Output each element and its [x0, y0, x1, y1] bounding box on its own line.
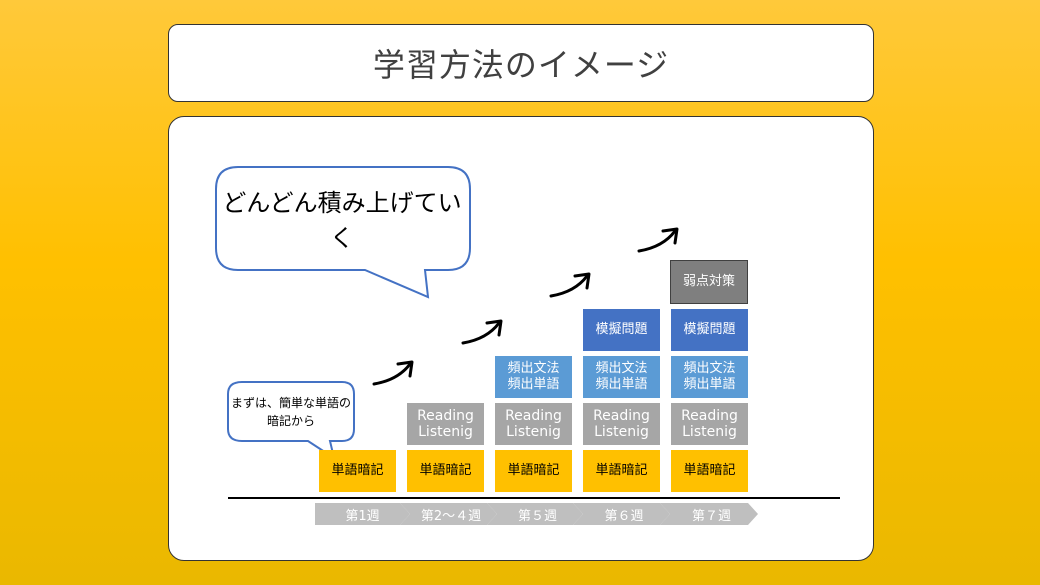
week-chevron-1 — [315, 503, 410, 525]
page-title: 学習方法のイメージ — [372, 46, 670, 84]
block-words-week7: 単語暗記 — [671, 450, 748, 492]
growth-arrow-2-icon — [461, 319, 503, 345]
bubble-note-text: まずは、簡単な単語の 暗記から — [230, 384, 352, 440]
block-grammar-week7: 頻出文法 頻出単語 — [671, 356, 748, 398]
week-chevron-4 — [573, 503, 670, 525]
week-timeline — [315, 503, 758, 525]
block-weakness-week7: 弱点対策 — [670, 260, 748, 304]
week-label-3: 第５週 — [517, 508, 557, 524]
week-label-2: 第2～４週 — [420, 508, 482, 524]
timeline-baseline — [228, 497, 840, 499]
block-words-week6: 単語暗記 — [583, 450, 660, 492]
title-box: 学習方法のイメージ — [168, 24, 874, 102]
block-reading-week6: Reading Listenig — [583, 403, 660, 445]
block-mock-week7: 模擬問題 — [671, 309, 748, 351]
block-reading-week2: Reading Listenig — [407, 403, 484, 445]
bubble-note-line-2: 暗記から — [266, 414, 315, 428]
block-words-week2: 単語暗記 — [407, 450, 484, 492]
week-label-4: 第６週 — [604, 508, 644, 524]
block-mock-week6: 模擬問題 — [583, 309, 660, 351]
week-label-5: 第７週 — [691, 508, 731, 524]
block-words-week5: 単語暗記 — [495, 450, 572, 492]
bubble-note-line-1: まずは、簡単な単語の — [230, 396, 351, 410]
growth-arrow-4-icon — [637, 227, 679, 253]
block-reading-week7: Reading Listenig — [671, 403, 748, 445]
week-chevron-3 — [487, 503, 583, 525]
block-grammar-week5: 頻出文法 頻出単語 — [495, 356, 572, 398]
growth-arrow-3-icon — [549, 272, 591, 298]
block-words-week1: 単語暗記 — [319, 450, 396, 492]
block-reading-week5: Reading Listenig — [495, 403, 572, 445]
block-grammar-week6: 頻出文法 頻出単語 — [583, 356, 660, 398]
week-label-1: 第1週 — [345, 508, 380, 524]
week-chevron-2 — [400, 503, 497, 525]
week-chevron-5 — [660, 503, 758, 525]
speech-bubble-large — [215, 166, 471, 299]
growth-arrow-1-icon — [372, 360, 414, 386]
bubble-main-text: どんどん積み上げていく — [222, 189, 462, 252]
speech-bubble-small — [227, 381, 355, 461]
